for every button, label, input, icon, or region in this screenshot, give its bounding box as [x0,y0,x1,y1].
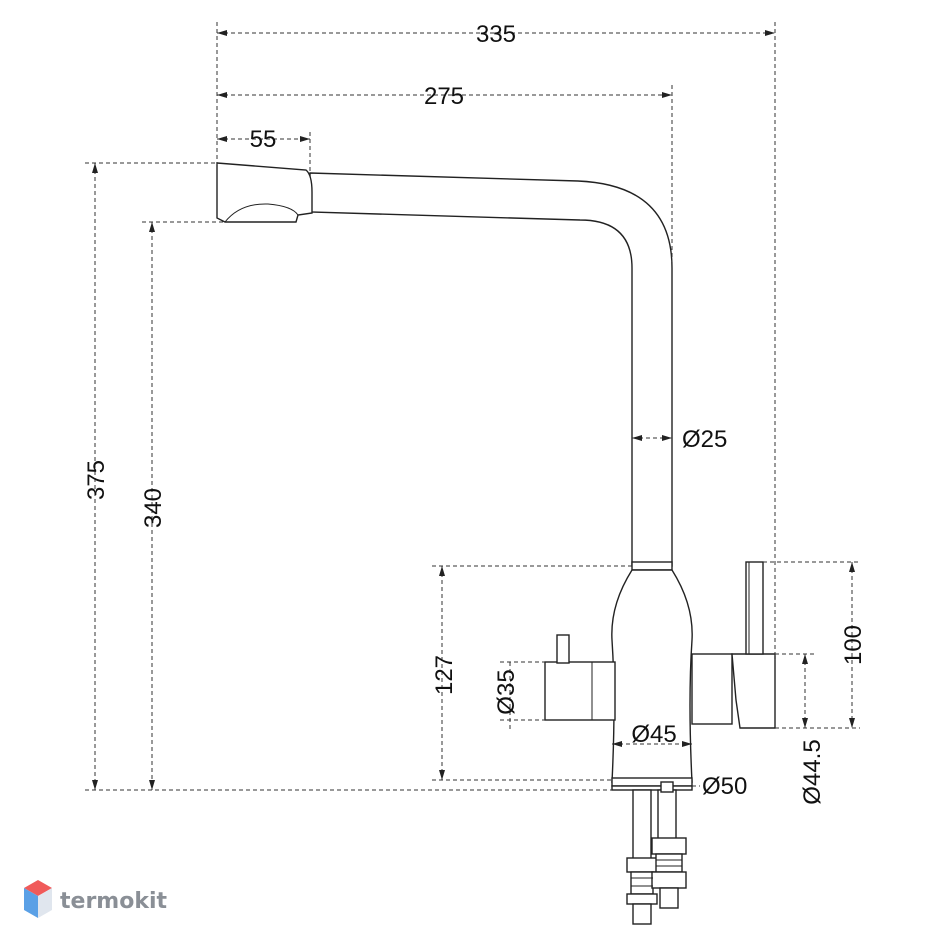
faucet-body [216,162,776,925]
dim-body-height: 127 [431,655,458,695]
supply-hoses [626,781,687,925]
dim-spout-reach: 275 [424,83,464,110]
dim-filter-lever-diameter: Ø44.5 [799,739,826,804]
dim-base-diameter: Ø50 [702,773,747,800]
spout-collar [631,561,673,571]
dim-filter-handle-height: 100 [840,625,867,665]
right-handle-lever [745,561,764,655]
left-handle-lever [556,634,570,664]
main-body [611,569,693,783]
dimension-labels: 335 275 55 375 340 127 Ø35 Ø25 Ø45 Ø50 1… [83,21,867,805]
dim-body-diameter: Ø45 [631,721,676,748]
spout-tube [309,172,673,567]
right-handle-coupling [691,653,733,725]
dim-side-handle-diameter: Ø35 [493,669,520,714]
dim-spout-height: 340 [140,488,167,528]
dimension-lines [85,22,860,791]
left-handle [544,661,616,721]
dim-overall-height: 375 [83,460,110,500]
spout-aerator [216,162,313,223]
dim-overall-width: 335 [476,21,516,48]
dim-spout-tube-diameter: Ø25 [682,426,727,453]
dim-aerator-length: 55 [250,126,277,153]
base-plate [611,777,693,787]
brand-name: termokit [60,889,167,914]
brand-logo: termokit [24,880,167,918]
right-handle [731,653,776,729]
